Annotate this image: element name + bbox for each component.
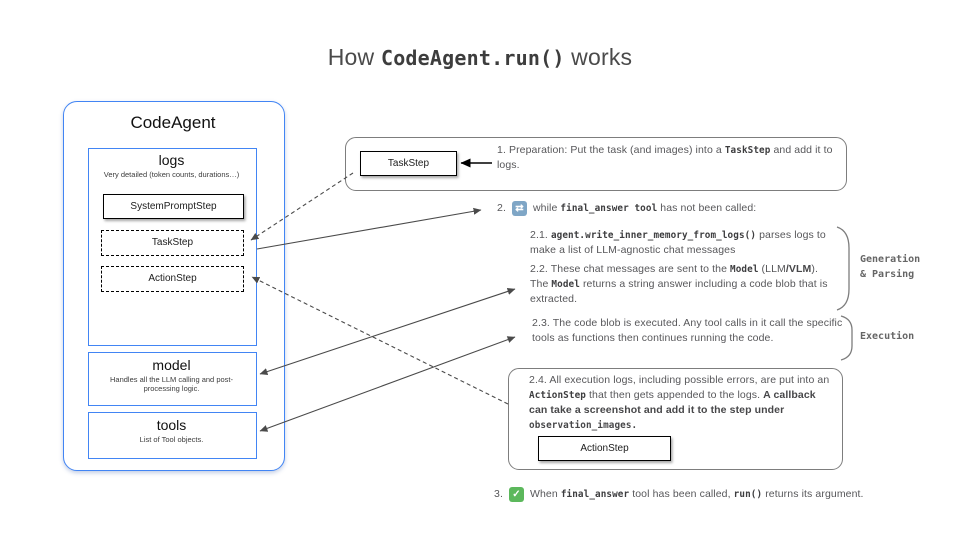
arrow-step23-tools <box>259 336 516 432</box>
step1-text: 1. Preparation: Put the task (and images… <box>497 144 833 171</box>
step2-text: while final_answer tool has not been cal… <box>532 202 757 214</box>
systemprompt-step-box: SystemPromptStep <box>103 194 244 219</box>
logs-subtitle: Very detailed (token counts, durations…) <box>103 170 240 179</box>
step3-number: 3. <box>494 488 503 500</box>
logs-title: logs <box>158 152 185 168</box>
step22-text: 2.2. These chat messages are sent to the… <box>530 263 828 305</box>
model-subtitle: Handles all the LLM calling and post-pro… <box>110 375 233 393</box>
step21-text: 2.1. agent.write_inner_memory_from_logs(… <box>530 229 826 256</box>
tools-title: tools <box>156 417 187 433</box>
step23-text: 2.3. The code blob is executed. Any tool… <box>532 317 843 344</box>
action-step-box-logs: ActionStep <box>101 266 244 292</box>
title-code: CodeAgent.run() <box>380 46 565 70</box>
title-pre: How <box>327 44 381 70</box>
tools-subtitle: List of Tool objects. <box>139 435 204 444</box>
arrow-logs-to-step2 <box>256 207 482 250</box>
check-icon: ✓ <box>508 487 524 502</box>
action-step-box-step24: ActionStep <box>538 436 671 461</box>
codeagent-title: CodeAgent <box>130 113 216 132</box>
step24-text: 2.4. All execution logs, including possi… <box>529 374 830 431</box>
loop-icon: ⇄ <box>511 201 527 216</box>
step3-text: When final_answer tool has been called, … <box>529 488 864 500</box>
task-step-box-logs: TaskStep <box>101 230 244 256</box>
title-post: works <box>564 44 633 70</box>
step3-row: 3. ✓ When final_answer tool has been cal… <box>494 487 864 502</box>
generation-parsing-label: Generation & Parsing <box>860 254 921 280</box>
arrow-step24-to-logs-actionstep <box>251 276 509 405</box>
step2-number: 2. <box>497 202 506 214</box>
model-title: model <box>152 357 191 373</box>
execution-label: Execution <box>860 331 915 342</box>
tools-box <box>88 412 257 459</box>
model-box <box>88 352 257 406</box>
step2-row: 2. ⇄ while final_answer tool has not bee… <box>497 201 756 216</box>
page-title: How CodeAgent.run() works <box>0 44 960 71</box>
task-step-box-step1: TaskStep <box>360 151 457 176</box>
arrow-step22-model <box>259 288 516 375</box>
